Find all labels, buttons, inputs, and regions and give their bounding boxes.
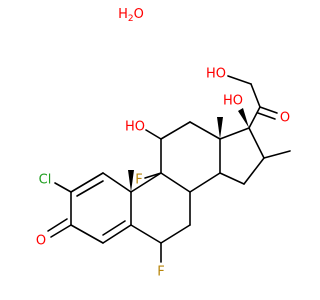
bond-c3-o-double	[47, 218, 68, 232]
bond-c6-c5	[130, 224, 162, 244]
bond-c15-c14	[219, 172, 245, 185]
hydroxyl-primary-label: HO	[206, 67, 226, 82]
bond-c9-c8	[160, 172, 191, 193]
bond-c13-methyl-wedge	[217, 117, 223, 139]
bond-c5-c4	[102, 224, 132, 244]
bond-c11-c12	[160, 121, 191, 140]
water-formula-part: O	[134, 7, 144, 22]
hydroxyl-17-label: HO	[223, 94, 243, 109]
bond-c17-c20	[248, 106, 261, 129]
bond-c21-oh	[227, 75, 252, 85]
water-formula: H2O	[118, 7, 144, 24]
bond-c12-c13	[189, 121, 221, 140]
bond-c2-c1	[70, 172, 104, 193]
ketone-3-label: O	[36, 234, 46, 249]
bond-c16-methyl	[263, 150, 291, 159]
bond-c20-o-double	[257, 112, 276, 120]
bond-c5-c4-double	[102, 220, 126, 236]
bond-c17-c16	[248, 127, 265, 159]
bond-c10-c9	[130, 172, 162, 193]
structure-diagram: H2O HO HO O HO	[36, 7, 291, 280]
molecule-canvas: H2O HO HO O HO	[36, 7, 291, 280]
bond-c10-methyl-wedge	[128, 170, 134, 192]
bond-c9-f	[144, 172, 162, 179]
bond-c2-cl	[54, 182, 72, 193]
water-formula-part: H	[118, 7, 128, 22]
bond-c4-c3	[70, 224, 104, 244]
hydroxyl-11-label: HO	[125, 120, 145, 135]
fluorine-6-label: F	[157, 265, 164, 280]
bond-c13-c17	[219, 127, 250, 140]
bond-c17-oh-wedge	[238, 108, 249, 128]
bond-c11-oh	[145, 129, 162, 140]
chlorine-2-label: Cl	[39, 173, 52, 188]
bond-c16-c15	[243, 157, 265, 185]
bond-c1-c10	[102, 172, 132, 193]
bond-c3-o	[50, 224, 72, 238]
water-label: H2O	[118, 7, 144, 24]
fluorine-9-label: F	[135, 173, 142, 188]
bond-c7-c6	[160, 224, 191, 244]
bond-c2-c1-double	[76, 180, 104, 197]
water-formula-subscript: 2	[128, 14, 134, 24]
bond-c14-c8	[189, 172, 221, 193]
bond-c20-c21	[250, 83, 261, 108]
ketone-20-label: O	[280, 111, 290, 126]
bond-c20-o	[259, 106, 278, 114]
